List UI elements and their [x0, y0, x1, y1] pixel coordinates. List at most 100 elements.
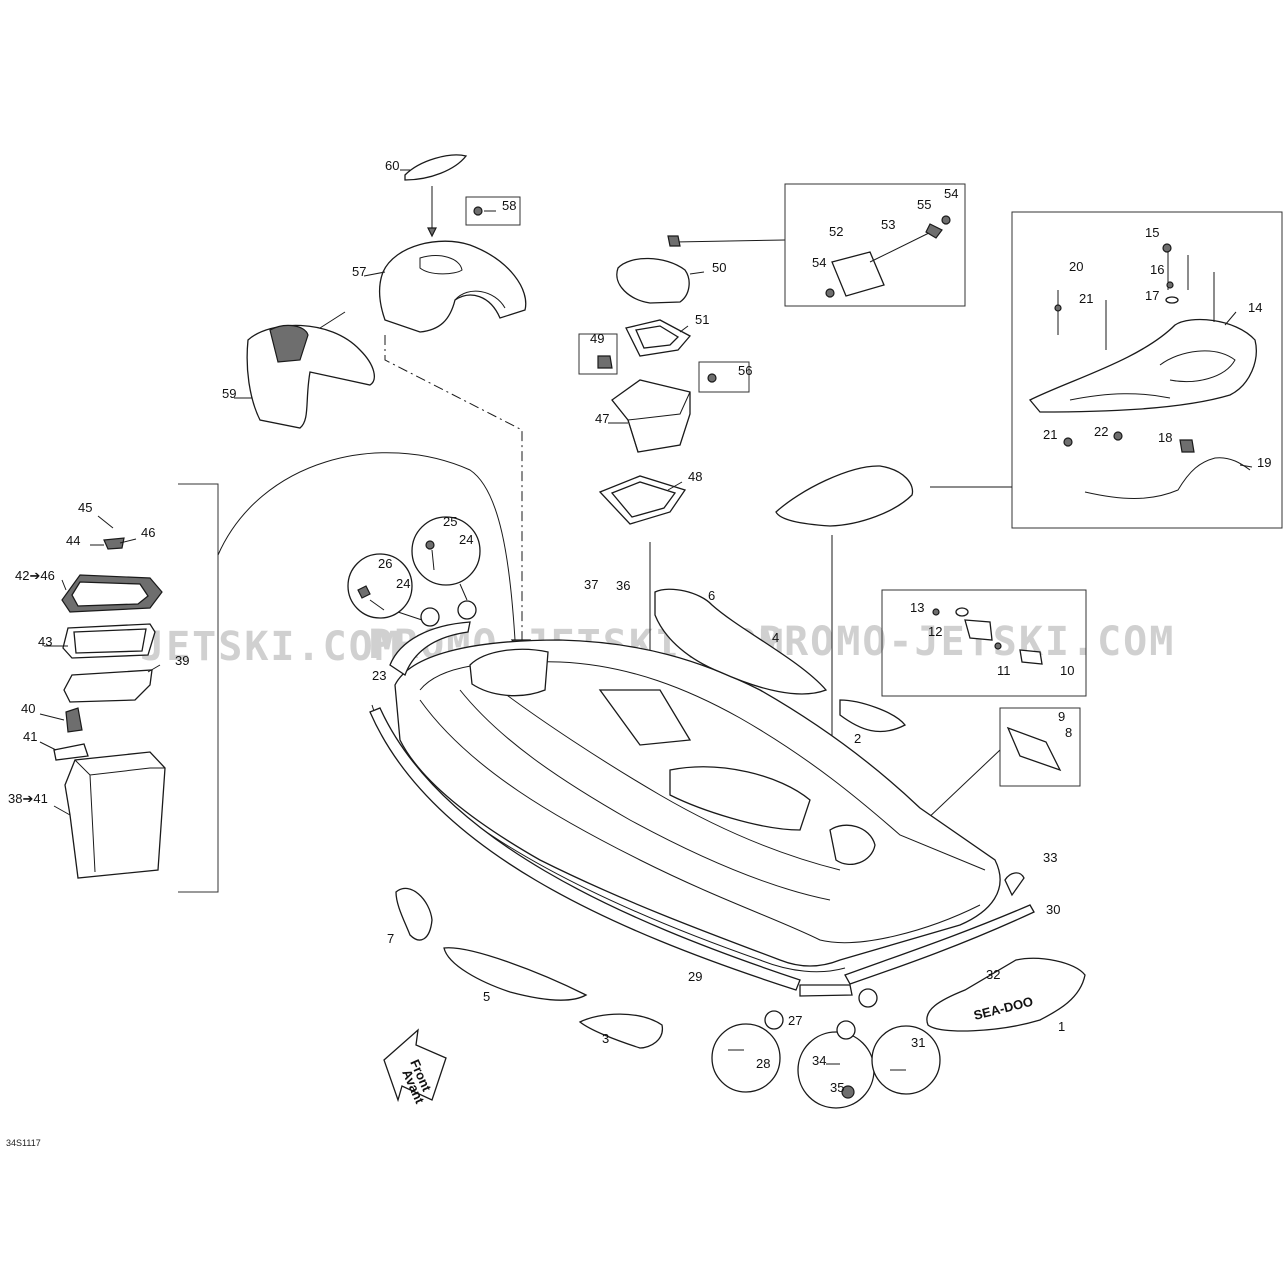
part-label: 3: [602, 1031, 609, 1046]
part-41-strap: [53, 743, 89, 761]
part-label: 23: [372, 668, 386, 683]
part-40-clip: [65, 707, 83, 733]
part-label: 17: [1145, 288, 1159, 303]
circle-24-25: [411, 516, 481, 586]
part-44-latch: [103, 537, 125, 550]
seat-small-view: [775, 465, 914, 527]
part-54-nut-a: [941, 215, 951, 225]
callout-dot-e: [858, 988, 878, 1008]
leader-51: [679, 325, 689, 333]
part-label: 34: [812, 1053, 826, 1068]
part-label: 36: [616, 578, 630, 593]
part-label: 25: [443, 514, 457, 529]
part-51-seal-inner: [635, 325, 680, 349]
part-label: 8: [1065, 725, 1072, 740]
part-label: 53: [881, 217, 895, 232]
circle-24-26: [347, 553, 413, 619]
callout-dot-a: [420, 607, 440, 627]
callout-dot-c: [764, 1010, 784, 1030]
part-label: 5: [483, 989, 490, 1004]
part-22-nut: [1113, 431, 1123, 441]
part-59-console-detail: [269, 324, 309, 363]
part-10-pad: [1019, 649, 1043, 665]
part-label: 47: [595, 411, 609, 426]
hull-deck: [371, 639, 1001, 973]
part-50-hinge: [667, 235, 681, 247]
part-label: 37: [584, 577, 598, 592]
watermark-right: PROMO-JETSKI.COM: [758, 619, 1175, 665]
part-label: 6: [708, 588, 715, 603]
part-label: 39: [175, 653, 189, 668]
part-53-rod: [869, 229, 936, 263]
part-label: 46: [141, 525, 155, 540]
deck-rear: [829, 824, 876, 865]
seat-bolts: [1057, 248, 1215, 350]
part-12-washer: [955, 607, 969, 617]
part-57-cowl: [378, 240, 527, 333]
box-58: [465, 196, 521, 226]
leader-59: [234, 311, 346, 399]
part-27-bumper: [799, 984, 853, 997]
cowl-dashdot-line: [384, 335, 523, 640]
part-label: 43: [38, 634, 52, 649]
part-label: 41: [23, 729, 37, 744]
front-arrow-shape: [383, 1028, 447, 1103]
part-label: 29: [688, 969, 702, 984]
leader-48: [667, 481, 683, 491]
circle-28: [711, 1023, 781, 1093]
part-59-console: [246, 324, 375, 429]
part-50-lid: [616, 257, 690, 304]
part-label: 24: [459, 532, 473, 547]
part-label: 56: [738, 363, 752, 378]
bin-leaders: [39, 579, 161, 816]
part-47-box: [611, 379, 691, 453]
callout-dot-d: [836, 1020, 856, 1040]
storage-bin-group: [39, 452, 516, 893]
leader-50: [674, 239, 786, 275]
front-arrow: Front Avant: [383, 1028, 447, 1106]
part-38-bin: [64, 751, 166, 879]
part-18-clip: [1179, 439, 1195, 453]
part-label: 60: [385, 158, 399, 173]
part-label: 31: [911, 1035, 925, 1050]
part-3-panel: [578, 1013, 663, 1049]
part-label: 21: [1043, 427, 1057, 442]
part-54-nut-b: [825, 288, 835, 298]
part-label: 9: [1058, 709, 1065, 724]
box-49: [578, 333, 618, 375]
part-label: 4: [772, 630, 779, 645]
part-label: 11: [997, 663, 1011, 678]
part-49-grommet: [597, 355, 613, 369]
hardware-boxes: [881, 589, 1087, 841]
part-label: 35: [830, 1080, 844, 1095]
part-label: 16: [1150, 262, 1164, 277]
part-label: 26: [378, 556, 392, 571]
part-39-gasket: [63, 669, 153, 703]
part-14-seat-detail: [1069, 350, 1236, 401]
box-8-9: [999, 707, 1081, 787]
part-29-bumper: [369, 707, 801, 991]
part-label: 52: [829, 224, 843, 239]
part-16-washer: [1166, 281, 1174, 289]
part-2-panel: [839, 699, 906, 733]
circle-34-35: [797, 1031, 875, 1109]
part-label: 54: [944, 186, 958, 201]
part-24-bolt-a: [431, 549, 435, 571]
part-label: 18: [1158, 430, 1172, 445]
box-latch: [784, 183, 966, 307]
bolt-circles: [347, 516, 481, 627]
part-47-box-edges: [611, 391, 691, 453]
part-13-nut: [932, 608, 940, 616]
part-label: 27: [788, 1013, 802, 1028]
circle-leaders: [397, 583, 468, 621]
cowl-group: [234, 154, 531, 657]
bin-callout-arc: [217, 452, 516, 641]
part-56-screw: [707, 373, 717, 383]
circle-31: [871, 1025, 941, 1095]
part-38-bin-edges: [74, 759, 165, 873]
part-label: 28: [756, 1056, 770, 1071]
part-label: 22: [1094, 424, 1108, 439]
part-58-nut: [473, 206, 483, 216]
